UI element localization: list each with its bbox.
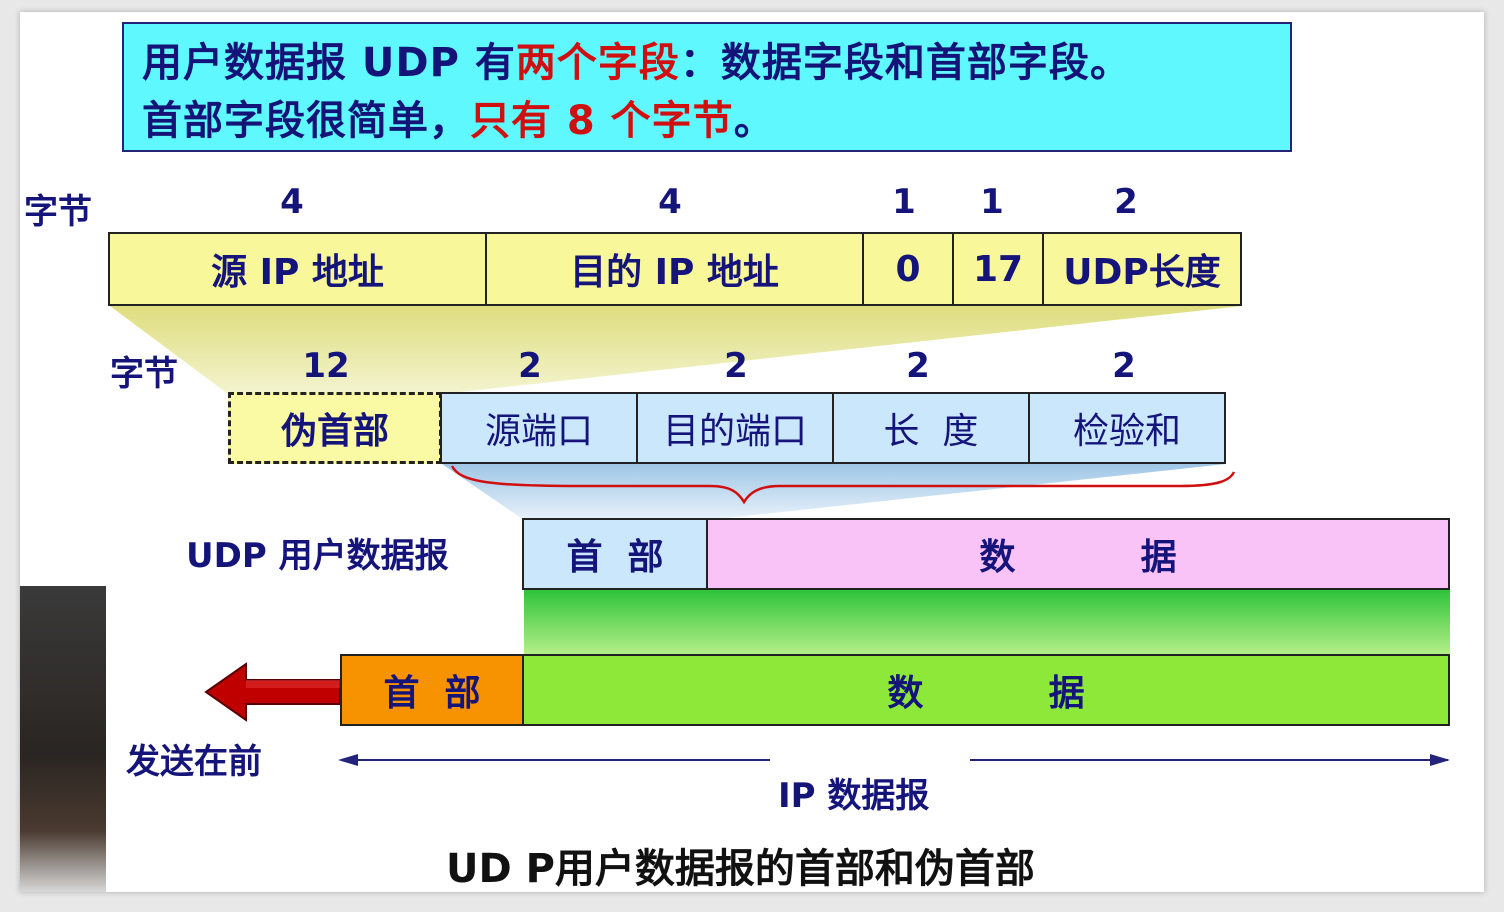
banner-text: ：数据字段和首部字段。 bbox=[679, 40, 1131, 86]
field-zero: 0 bbox=[864, 234, 954, 304]
udp-datagram-label: UDP 用户数据报 bbox=[186, 536, 449, 576]
banner-text: 。 bbox=[733, 98, 775, 144]
field-dst-ip: 目的 IP 地址 bbox=[487, 234, 864, 304]
byte-size-udp-length: 2 bbox=[1114, 182, 1138, 222]
field-checksum: 检验和 bbox=[1072, 411, 1181, 452]
field-protocol: 17 bbox=[954, 234, 1044, 304]
ip-datagram-span-label: IP 数据报 bbox=[778, 776, 930, 816]
figure-caption: UD P用户数据报的首部和伪首部 bbox=[446, 846, 1035, 892]
udp-header-row: 源端口 目的端口 长 度 检验和 bbox=[440, 392, 1226, 464]
udp-datagram-data: 数 据 bbox=[708, 520, 1448, 588]
udp-datagram-row: 首 部 数 据 bbox=[522, 518, 1450, 590]
banner-highlight: 两个字段 bbox=[515, 40, 680, 86]
banner-line-1: 用户数据报 UDP 有两个字段：数据字段和首部字段。 bbox=[142, 34, 1272, 92]
ip-datagram-header: 首 部 bbox=[342, 656, 524, 724]
byte-size-dst-ip: 4 bbox=[658, 182, 682, 222]
intro-banner: 用户数据报 UDP 有两个字段：数据字段和首部字段。 首部字段很简单，只有 8 … bbox=[122, 22, 1292, 152]
bytes-label-middle: 字节 bbox=[110, 354, 178, 394]
byte-size-dst-port: 2 bbox=[724, 346, 748, 386]
banner-text: 用户数据报 UDP 有 bbox=[142, 40, 516, 86]
red-brace-mark bbox=[450, 465, 1236, 505]
byte-size-protocol: 1 bbox=[980, 182, 1004, 222]
slide: 用户数据报 UDP 有两个字段：数据字段和首部字段。 首部字段很简单，只有 8 … bbox=[20, 12, 1484, 892]
field-src-port: 源端口 bbox=[442, 394, 638, 462]
field-src-ip: 源 IP 地址 bbox=[110, 234, 487, 304]
field-length: 长 度 bbox=[834, 394, 1030, 462]
pseudo-header-box: 伪首部 bbox=[228, 392, 442, 464]
ip-to-pseudo-funnel bbox=[110, 306, 1242, 394]
udp-to-ip-funnel bbox=[524, 590, 1450, 656]
field-dst-port: 目的端口 bbox=[638, 394, 834, 462]
send-first-label: 发送在前 bbox=[126, 742, 262, 782]
send-first-arrow bbox=[204, 662, 341, 722]
udp-datagram-header: 首 部 bbox=[524, 520, 708, 588]
field-udp-length: UDP长度 bbox=[1063, 252, 1221, 293]
funnel-graphics bbox=[110, 306, 1450, 766]
banner-line-2: 首部字段很简单，只有 8 个字节。 bbox=[142, 92, 1272, 150]
ip-pseudo-header-row: 源 IP 地址 目的 IP 地址 0 17 UDP长度 bbox=[108, 232, 1242, 306]
bytes-label-top: 字节 bbox=[24, 192, 92, 232]
byte-size-length: 2 bbox=[906, 346, 930, 386]
byte-size-zero: 1 bbox=[892, 182, 916, 222]
byte-size-src-ip: 4 bbox=[280, 182, 304, 222]
presenter-video-thumbnail bbox=[20, 586, 106, 892]
byte-size-src-port: 2 bbox=[518, 346, 542, 386]
ip-datagram-row: 首 部 数 据 bbox=[340, 654, 1450, 726]
banner-highlight: 只有 8 个字节 bbox=[470, 98, 734, 144]
banner-text: 首部字段很简单， bbox=[142, 98, 470, 144]
ip-datagram-data: 数 据 bbox=[524, 656, 1448, 724]
ip-span-arrow bbox=[338, 754, 1450, 766]
byte-size-checksum: 2 bbox=[1112, 346, 1136, 386]
byte-size-pseudo: 12 bbox=[302, 346, 350, 386]
udp-to-header-funnel bbox=[442, 464, 1226, 520]
